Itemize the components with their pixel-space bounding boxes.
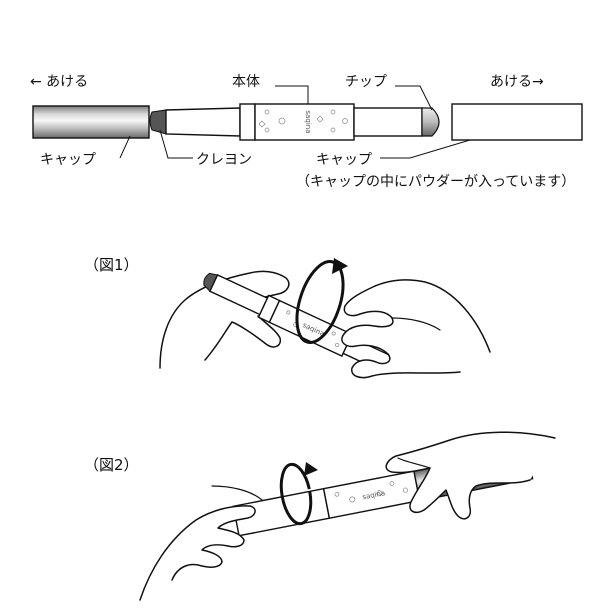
pencil-neck xyxy=(353,107,423,137)
cap-right-label: キャップ xyxy=(316,152,372,168)
pencil-body xyxy=(165,107,241,137)
body-label: 本体 xyxy=(232,74,260,90)
left-hand-2-finger xyxy=(211,485,263,501)
parts-diagram: ← あける 本体 チップ あける→ saqina キャップ クレヨ xyxy=(30,74,583,190)
right-hand-1-crease xyxy=(391,317,441,331)
figure-2-label: （図2） xyxy=(84,456,139,474)
band-pattern xyxy=(258,109,348,133)
powder-tip xyxy=(421,107,440,137)
crayon-tip xyxy=(149,109,167,135)
cap-right-leader xyxy=(380,139,471,159)
left-cap xyxy=(32,105,150,139)
rotate-arrow-icon-2 xyxy=(279,462,318,526)
figure-1-label: （図1） xyxy=(84,256,139,274)
tip-leader xyxy=(395,85,433,111)
right-hand-2-crease xyxy=(397,457,431,469)
figure-2: （図2） saqina xyxy=(84,431,556,601)
crayon-label: クレヨン xyxy=(196,152,252,168)
cap-left-label: キャップ xyxy=(40,152,96,168)
rotate-arrow-icon-1 xyxy=(295,258,348,344)
cap-right-note: （キャップの中にパウダーが入っています） xyxy=(296,174,575,190)
right-hand-1 xyxy=(341,279,491,379)
open-right-label: あける→ xyxy=(490,74,544,90)
crayon-leader xyxy=(159,129,193,159)
cap-left-leader xyxy=(119,135,131,159)
tip-label: チップ xyxy=(345,74,387,90)
right-cap xyxy=(451,103,583,141)
left-hand-2 xyxy=(139,505,256,601)
pencil-mid-ring xyxy=(239,103,256,141)
pencil-band xyxy=(254,103,355,141)
brand-text-top: saqina xyxy=(304,110,312,133)
right-hand-2 xyxy=(385,431,556,520)
figure-1: （図1） saqina xyxy=(84,256,491,379)
body-leader xyxy=(275,85,309,104)
open-left-label: ← あける xyxy=(30,74,88,90)
